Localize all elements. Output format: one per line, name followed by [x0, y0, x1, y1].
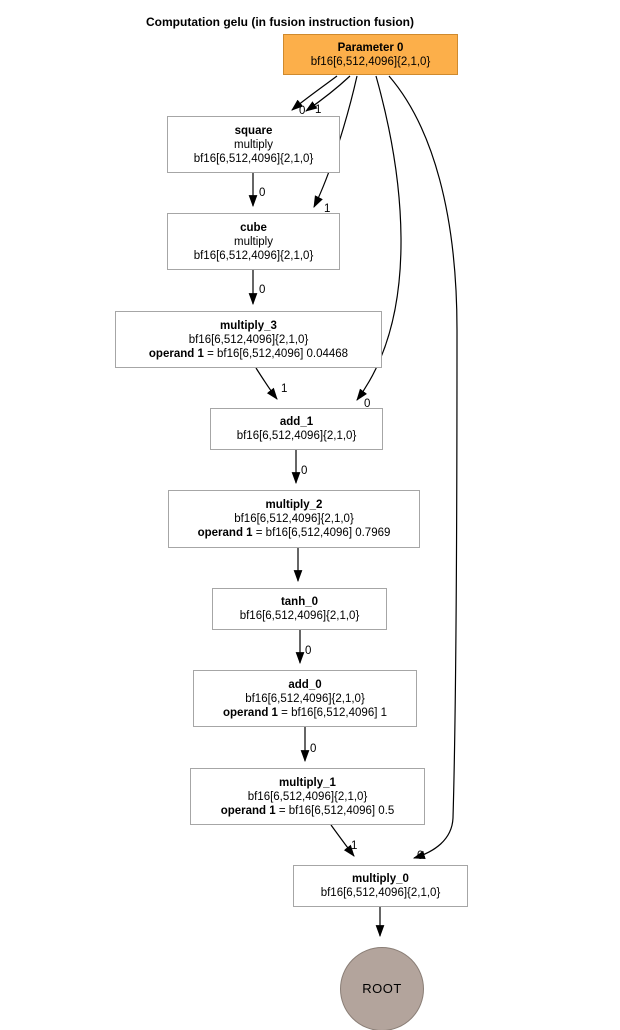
- node-text: bf16[6,512,4096]{2,1,0}: [193, 249, 314, 262]
- edge-label: 1: [351, 840, 357, 852]
- edge-label: 0: [417, 850, 423, 862]
- node-text-bold: multiply_2: [265, 499, 323, 511]
- edge-label: 0: [299, 105, 305, 117]
- node-text-bold: square: [234, 124, 273, 137]
- edge-label: 0: [301, 465, 307, 477]
- node-text-bold: Parameter 0: [337, 41, 404, 54]
- edge-label: 0: [364, 398, 370, 410]
- node-multiply_2[interactable]: multiply_2 bf16[6,512,4096]{2,1,0} operand…: [168, 490, 420, 548]
- node-text: = bf16[6,512,4096] 0.7969: [252, 527, 391, 539]
- node-text: multiply: [234, 138, 273, 151]
- edge-label: 0: [259, 187, 265, 199]
- node-text: bf16[6,512,4096]{2,1,0}: [193, 152, 314, 165]
- node-text: = bf16[6,512,4096] 1: [277, 706, 387, 719]
- edge-multiply_3-to-add_1: [255, 367, 278, 400]
- node-text: bf16[6,512,4096]{2,1,0}: [310, 55, 431, 68]
- graph-title: Computation gelu (in fusion instruction …: [146, 15, 414, 29]
- node-text: multiply: [234, 235, 273, 248]
- node-text: bf16[6,512,4096]{2,1,0}: [188, 333, 309, 346]
- node-text-bold: multiply_3: [220, 319, 277, 332]
- edge-parameter-0-to-multiply_0: [388, 75, 458, 860]
- edge-label: 0: [259, 284, 265, 296]
- node-text: bf16[6,512,4096]{2,1,0}: [320, 887, 441, 899]
- node-text-bold: operand 1: [223, 706, 278, 719]
- node-text: bf16[6,512,4096]{2,1,0}: [247, 790, 368, 803]
- node-text-bold: add_0: [288, 678, 322, 691]
- node-add_1[interactable]: add_1 bf16[6,512,4096]{2,1,0}: [210, 408, 383, 450]
- edge-label: 0: [310, 743, 316, 755]
- edge-parameter-0-to-square: [305, 75, 351, 112]
- node-text-bold: multiply_1: [279, 776, 336, 789]
- edge-label: 1: [315, 104, 321, 116]
- edge-label: 1: [281, 383, 287, 395]
- node-text: = bf16[6,512,4096] 0.04468: [203, 347, 349, 360]
- node-text-bold: multiply_0: [352, 873, 409, 885]
- node-text: bf16[6,512,4096]{2,1,0}: [236, 430, 357, 442]
- edge-label: 1: [324, 203, 330, 215]
- node-text-bold: operand 1: [148, 347, 204, 360]
- node-text: bf16[6,512,4096]{2,1,0}: [245, 692, 365, 705]
- edge-multiply_1-to-multiply_0: [330, 824, 355, 857]
- node-text: ROOT: [362, 981, 402, 996]
- node-text: bf16[6,512,4096]{2,1,0}: [234, 513, 354, 525]
- node-text-bold: operand 1: [197, 527, 253, 539]
- edge-label: 0: [305, 645, 311, 657]
- node-root[interactable]: ROOT: [340, 947, 424, 1030]
- edge-parameter-0-to-square: [291, 75, 338, 111]
- node-text-bold: tanh_0: [280, 596, 319, 608]
- node-tanh_0[interactable]: tanh_0 bf16[6,512,4096]{2,1,0}: [212, 588, 387, 630]
- node-text-bold: cube: [240, 221, 267, 234]
- node-text: = bf16[6,512,4096] 0.5: [275, 804, 395, 817]
- node-text: bf16[6,512,4096]{2,1,0}: [239, 610, 360, 622]
- node-text-bold: add_1: [279, 416, 314, 428]
- node-text-bold: operand 1: [220, 804, 276, 817]
- node-multiply_0[interactable]: multiply_0 bf16[6,512,4096]{2,1,0}: [293, 865, 468, 907]
